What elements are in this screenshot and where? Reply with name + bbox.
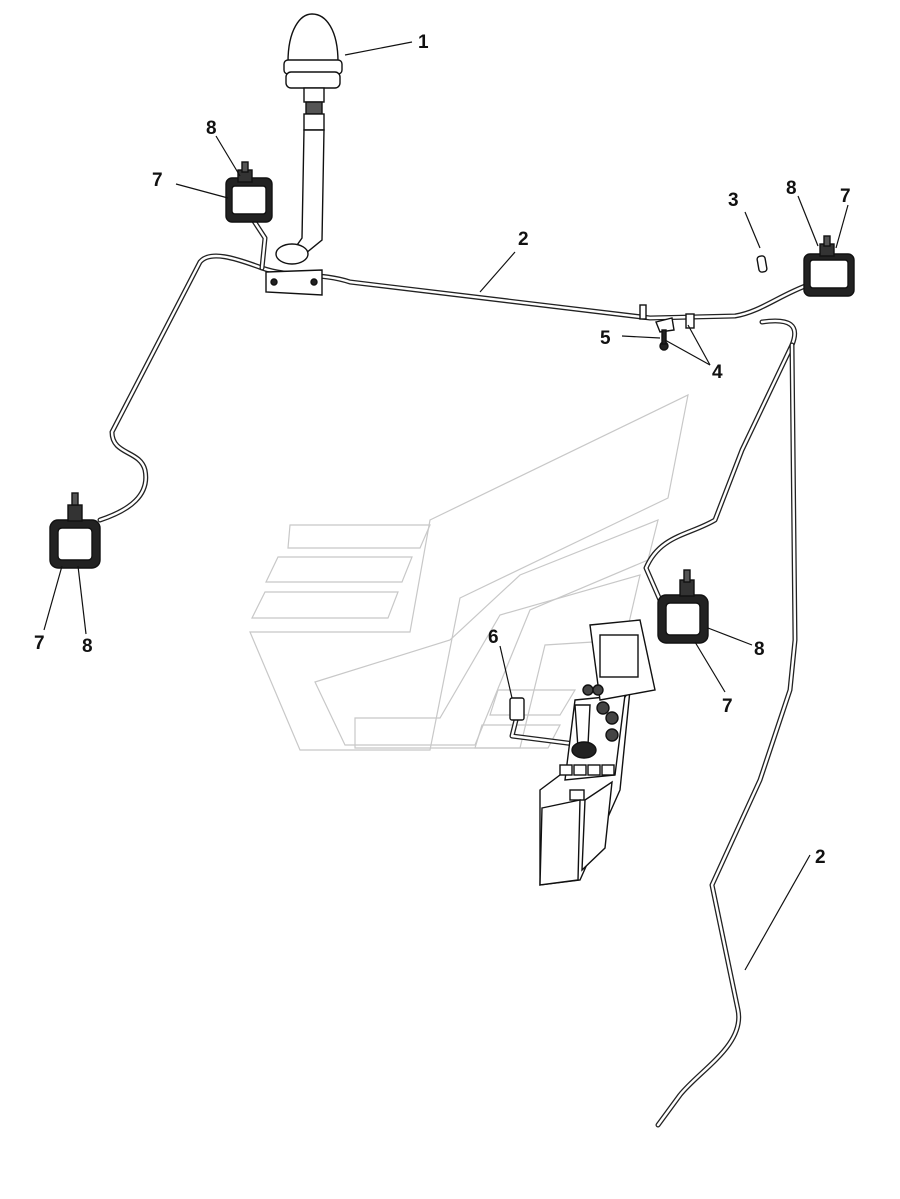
callout-5: 5: [600, 328, 611, 349]
leader-lines: [43, 41, 849, 971]
callout-7-left: 7: [34, 633, 45, 654]
wiring-harness: [97, 212, 811, 1128]
work-lamp-right: [657, 569, 709, 644]
work-lamp-top-right: [803, 235, 855, 297]
callout-7-top-right: 7: [840, 186, 851, 207]
rotating-beacon: [283, 13, 343, 259]
mounting-bracket: [265, 243, 323, 296]
screw: [659, 329, 669, 351]
callout-8-top-left: 8: [206, 118, 217, 139]
relay: [509, 697, 578, 747]
callout-6: 6: [488, 627, 499, 648]
operator-console: [539, 619, 656, 886]
callout-4: 4: [712, 362, 723, 383]
callout-2-top: 2: [518, 229, 529, 250]
callout-2-bottom: 2: [815, 847, 826, 868]
work-lamp-left: [49, 492, 101, 569]
work-lamp-top-left: [225, 161, 273, 223]
callout-labels: 1 2 2 3 4 5 6 7 8 8 7 7 8 8 7: [34, 32, 851, 868]
callout-3: 3: [728, 190, 739, 211]
callout-1: 1: [418, 32, 429, 53]
callout-8-left: 8: [82, 636, 93, 657]
callout-7-right: 7: [722, 696, 733, 717]
callout-8-right: 8: [754, 639, 765, 660]
callout-8-top-right: 8: [786, 178, 797, 199]
callout-7-top-left: 7: [152, 170, 163, 191]
fuse: [756, 255, 768, 273]
